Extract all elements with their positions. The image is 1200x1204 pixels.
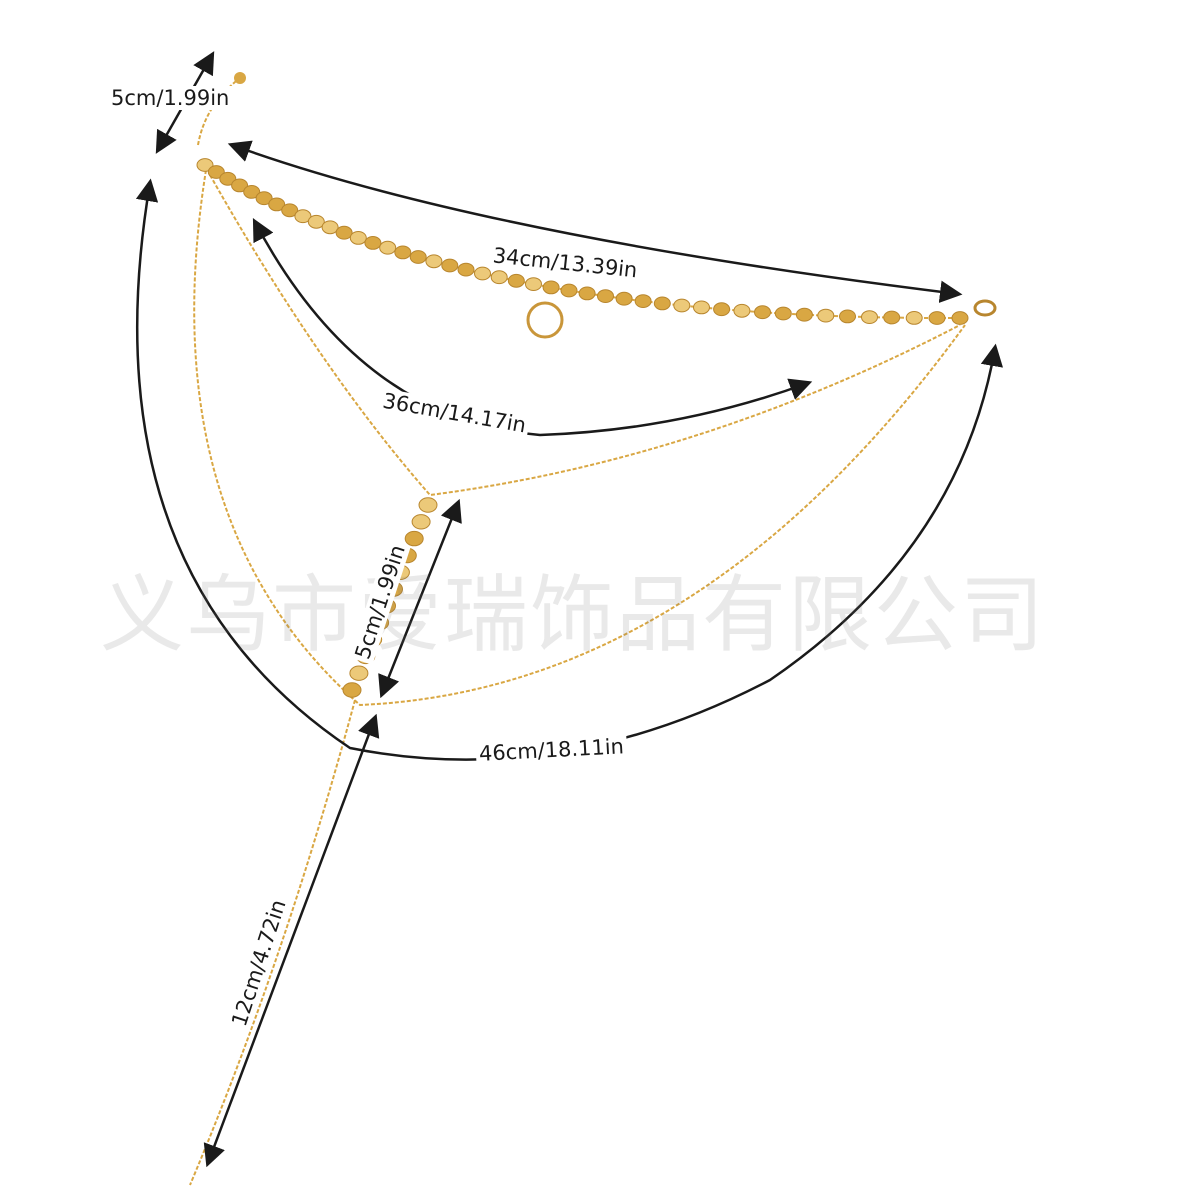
sequin-disc <box>336 226 352 239</box>
lobster-clasp-right <box>975 301 995 315</box>
sequin-disc <box>405 531 423 545</box>
sequin-disc <box>365 237 381 250</box>
choker-ring <box>528 303 562 337</box>
sequin-disc <box>508 274 524 287</box>
extender-length-label: 5cm/1.99in <box>108 86 232 110</box>
sequin-disc <box>442 259 458 272</box>
sequin-disc <box>579 287 595 300</box>
sequin-disc <box>475 267 491 280</box>
sequin-disc <box>796 308 812 321</box>
sequin-disc <box>674 299 690 312</box>
sequin-disc <box>840 310 856 323</box>
extender-end-bead <box>234 72 246 84</box>
sequin-disc <box>491 271 507 284</box>
sequin-disc <box>929 312 945 325</box>
sequin-disc <box>755 306 771 319</box>
sequin-disc <box>734 304 750 317</box>
sequin-disc <box>694 301 710 314</box>
sequin-disc <box>395 246 411 259</box>
sequin-disc <box>952 312 968 325</box>
sequin-disc <box>862 311 878 324</box>
sequin-disc <box>343 683 361 697</box>
sequin-disc <box>412 515 430 529</box>
sequin-disc <box>426 255 442 268</box>
sequin-disc <box>635 295 651 308</box>
sequin-disc <box>714 303 730 316</box>
sequin-disc <box>458 263 474 276</box>
sequin-disc <box>543 281 559 294</box>
sequin-disc <box>775 307 791 320</box>
sequin-disc <box>884 311 900 324</box>
sequin-disc <box>350 232 366 245</box>
sequin-disc <box>419 498 437 512</box>
tail-arrow <box>208 718 375 1163</box>
sequin-disc <box>380 241 396 254</box>
sequin-disc <box>410 251 426 264</box>
sequin-disc <box>818 309 834 322</box>
sequin-disc <box>598 290 614 303</box>
sequin-disc <box>616 292 632 305</box>
watermark-text: 义乌市爱瑞饰品有限公司 <box>100 565 1100 665</box>
sequin-disc <box>654 297 670 310</box>
sequin-disc <box>350 666 368 680</box>
sequin-disc <box>906 312 922 325</box>
sequin-disc <box>561 284 577 297</box>
sequin-disc <box>526 278 542 291</box>
